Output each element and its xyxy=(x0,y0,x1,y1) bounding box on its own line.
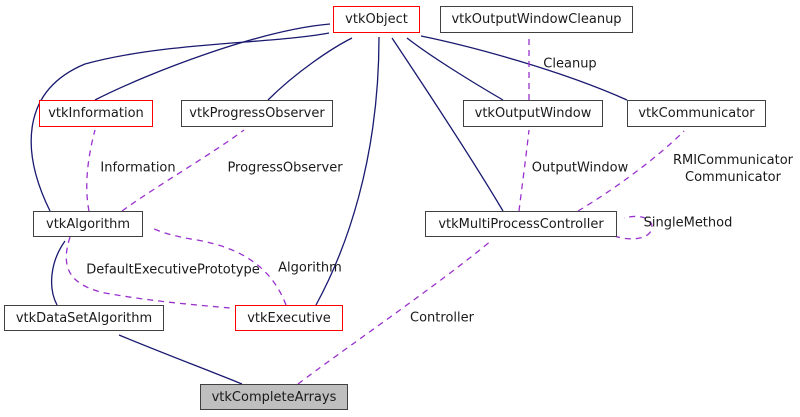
edge-outputwindow xyxy=(518,129,530,212)
edge-vtkcompletearrays-to-vtkdatasetalgorithm xyxy=(118,334,243,385)
edge-label-progressobserver: ProgressObserver xyxy=(227,160,343,176)
edge-vtkprogressobserver-to-vtkobject xyxy=(267,37,353,101)
edge-label-rmicommunicator-communicator: RMICommunicator Communicator xyxy=(673,152,793,186)
edge-label-cleanup: Cleanup xyxy=(543,56,597,72)
edge-controller xyxy=(297,239,493,385)
node-vtkinformation[interactable]: vtkInformation xyxy=(39,100,153,127)
node-vtkexecutive[interactable]: vtkExecutive xyxy=(235,305,343,331)
node-vtkcommunicator[interactable]: vtkCommunicator xyxy=(627,100,766,127)
edge-rmicommunicator xyxy=(577,130,685,212)
edge-progressobserver xyxy=(121,129,245,212)
edge-vtkinformation-to-vtkobject xyxy=(94,23,331,101)
edge-information xyxy=(86,129,96,212)
edge-algorithm xyxy=(151,227,287,306)
node-vtkcompletearrays: vtkCompleteArrays xyxy=(200,384,348,410)
edge-label-information: Information xyxy=(100,160,176,176)
edge-label-communicator: Communicator xyxy=(685,170,781,185)
node-vtkoutputwindowcleanup[interactable]: vtkOutputWindowCleanup xyxy=(440,6,633,33)
edge-label-defaultexecutiveprototype: DefaultExecutivePrototype xyxy=(86,262,260,278)
node-vtkoutputwindow[interactable]: vtkOutputWindow xyxy=(463,100,603,127)
edge-vtkcommunicator-to-vtkobject xyxy=(420,35,628,101)
edge-label-singlemethod: SingleMethod xyxy=(643,215,733,231)
node-vtkobject[interactable]: vtkObject xyxy=(333,6,420,33)
edge-label-outputwindow: OutputWindow xyxy=(531,160,629,176)
edge-defaultexecutiveprototype xyxy=(65,236,231,309)
edge-label-controller: Controller xyxy=(410,310,474,326)
node-vtkalgorithm[interactable]: vtkAlgorithm xyxy=(33,211,143,237)
edge-label-algorithm: Algorithm xyxy=(278,260,342,276)
edge-vtkmultiprocesscontroller-to-vtkobject xyxy=(391,37,504,212)
edge-vtkdatasetalgorithm-to-vtkalgorithm xyxy=(51,240,66,306)
node-vtkprogressobserver[interactable]: vtkProgressObserver xyxy=(181,100,333,127)
edge-label-rmicommunicator: RMICommunicator xyxy=(672,153,794,168)
edge-vtkoutputwindow-to-vtkobject xyxy=(406,37,504,101)
node-vtkmultiprocesscontroller[interactable]: vtkMultiProcessController xyxy=(425,211,617,237)
edge-vtkalgorithm-to-vtkobject xyxy=(30,32,330,212)
node-vtkdatasetalgorithm[interactable]: vtkDataSetAlgorithm xyxy=(4,305,164,331)
edge-vtkexecutive-to-vtkobject xyxy=(315,36,380,306)
